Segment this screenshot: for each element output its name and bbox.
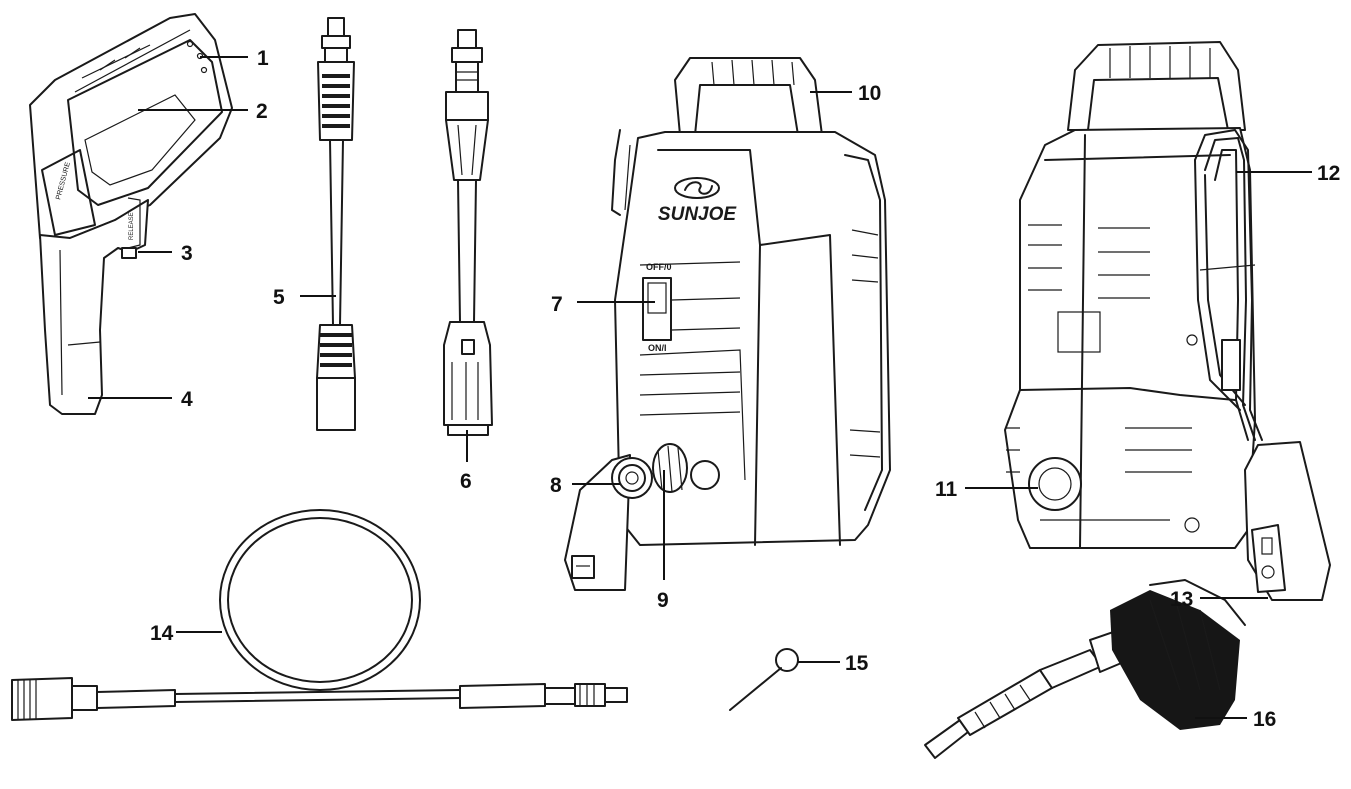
brush-attachment [924,579,1246,759]
callout-3: 3 [181,242,193,265]
callout-7: 7 [551,293,563,316]
on-off-switch [642,277,672,341]
callout-11: 11 [935,478,958,501]
callout-5: 5 [273,286,285,309]
callout-10: 10 [858,82,881,105]
callout-6: 6 [460,470,472,493]
pressure-washer-rear [1004,41,1331,601]
switch-off-label: OFF/0 [646,262,672,272]
switch-on-label: ON/I [648,343,667,353]
callout-2: 2 [256,100,268,123]
callout-14: 14 [150,622,174,645]
water-inlet-rear [1028,457,1082,511]
gun-release-button [121,247,137,259]
pressure-washer-front: SUNJOE OFF/0 ON/I [564,57,891,591]
leader-lines [88,56,1312,719]
spray-gun: PRESSURE RELEASE [29,13,233,415]
callout-13: 13 [1170,588,1193,611]
callout-16: 16 [1253,708,1276,731]
extension-wand [316,17,356,431]
callout-15: 15 [845,652,869,675]
high-pressure-hose [11,509,628,721]
cleaning-pin [729,648,799,711]
spray-nozzle [443,29,493,436]
callout-8: 8 [550,474,562,497]
water-outlet [611,457,653,499]
callout-9: 9 [657,589,669,612]
gun-release-label: RELEASE [129,212,135,240]
callout-1: 1 [257,47,269,70]
callout-numbers: 1 2 3 4 5 6 7 8 9 10 11 12 13 14 15 16 [150,47,1340,731]
callout-4: 4 [181,388,193,411]
brand-name: SUNJOE [658,204,737,225]
power-cord [1194,129,1331,601]
water-inlet [652,443,720,493]
callout-12: 12 [1317,162,1340,185]
